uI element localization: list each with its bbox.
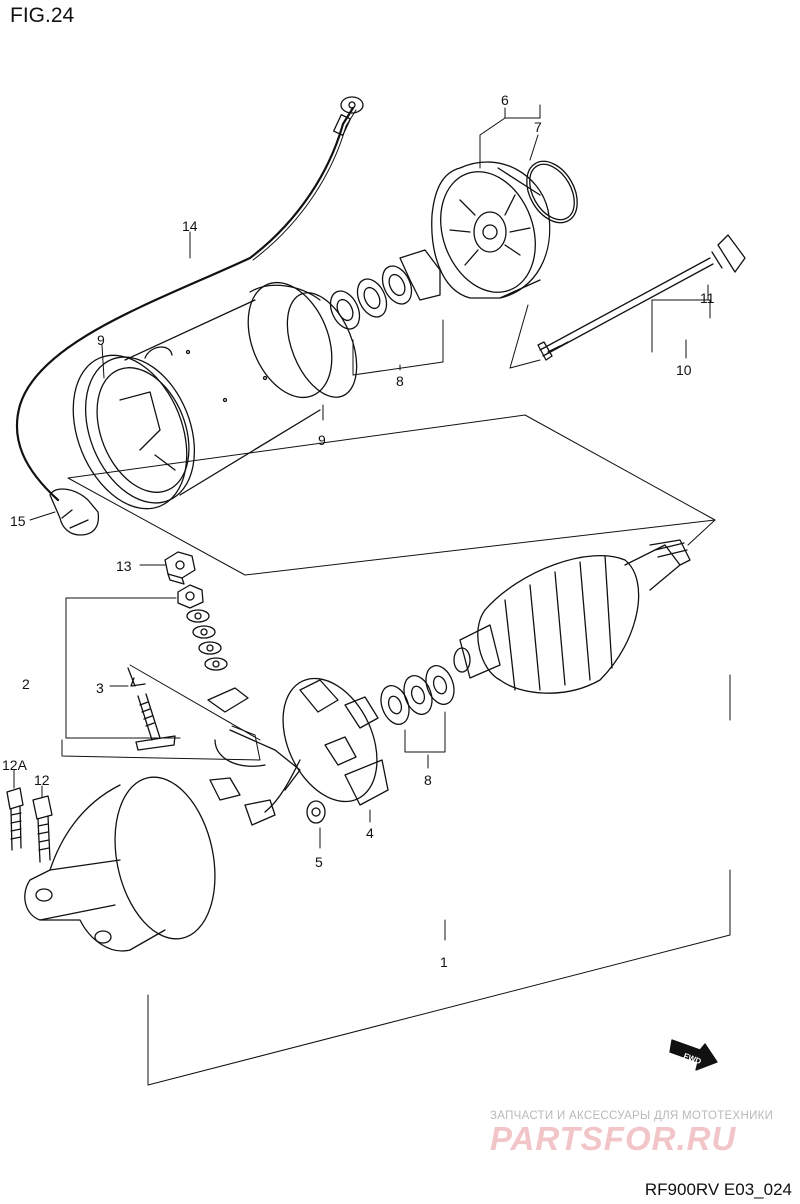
rear-end-housing	[431, 161, 551, 299]
brush-holder-4	[209, 677, 389, 826]
armature	[453, 539, 691, 694]
callout-1: 1	[440, 954, 448, 970]
o-ring-9-front	[72, 354, 188, 510]
watermark-logo: PARTSFOR.RU	[490, 1120, 737, 1157]
end-housing-guide	[509, 304, 541, 369]
fwd-arrow-icon: FWD	[669, 1039, 718, 1071]
motor-yoke	[84, 281, 333, 504]
callout-4: 4	[366, 825, 374, 841]
terminal-bolt-3	[127, 667, 176, 751]
callout-14: 14	[182, 218, 198, 234]
nut-13	[164, 551, 196, 585]
callout-5: 5	[315, 854, 323, 870]
callout-9-rear: 9	[318, 432, 326, 448]
callout-10: 10	[676, 362, 692, 378]
part-8-upper-bracket	[352, 319, 444, 376]
bearing-5	[306, 800, 326, 824]
washer-set-lower	[380, 665, 455, 725]
callout-13: 13	[116, 558, 132, 574]
lead-boot	[49, 488, 100, 536]
bolt-12a	[6, 787, 24, 851]
yoke-group-frame	[67, 414, 716, 576]
armature-frame-right	[687, 519, 731, 721]
assembly-frame-1	[147, 869, 731, 1086]
reference-code: RF900RV E03_024	[644, 1180, 792, 1199]
callout-11: 11	[700, 290, 715, 306]
o-ring-7	[526, 160, 578, 224]
callout-12a: 12A	[2, 757, 27, 773]
terminal-stack-2	[177, 584, 249, 713]
bolt-bracket-10-11	[651, 299, 711, 353]
callout-15: 15	[10, 513, 26, 529]
callout-9-front: 9	[97, 332, 105, 348]
callout-12: 12	[34, 772, 50, 788]
bolt-12	[32, 795, 53, 863]
callout-8-upper: 8	[396, 373, 404, 389]
washer-set-upper	[329, 249, 441, 330]
callout-2: 2	[22, 676, 30, 692]
starter-lead-wire	[15, 96, 364, 502]
figure-title: FIG.24	[10, 4, 75, 27]
part-2-bracket	[65, 597, 181, 739]
part-8-lower-bracket	[404, 711, 446, 753]
through-bolt	[537, 234, 746, 361]
front-cover-bracket	[24, 776, 216, 952]
callout-3: 3	[96, 680, 104, 696]
watermark-tagline: ЗАПЧАСТИ И АКСЕССУАРЫ ДЛЯ МОТОТЕХНИКИ	[490, 1110, 774, 1122]
callout-8-lower: 8	[424, 772, 432, 788]
insulator-guide	[129, 664, 261, 741]
callout-leaders	[13, 104, 709, 849]
callout-7: 7	[534, 119, 542, 135]
assembly-frame-left	[61, 725, 261, 761]
callout-6: 6	[501, 92, 509, 108]
o-ring-9-rear	[286, 292, 358, 398]
